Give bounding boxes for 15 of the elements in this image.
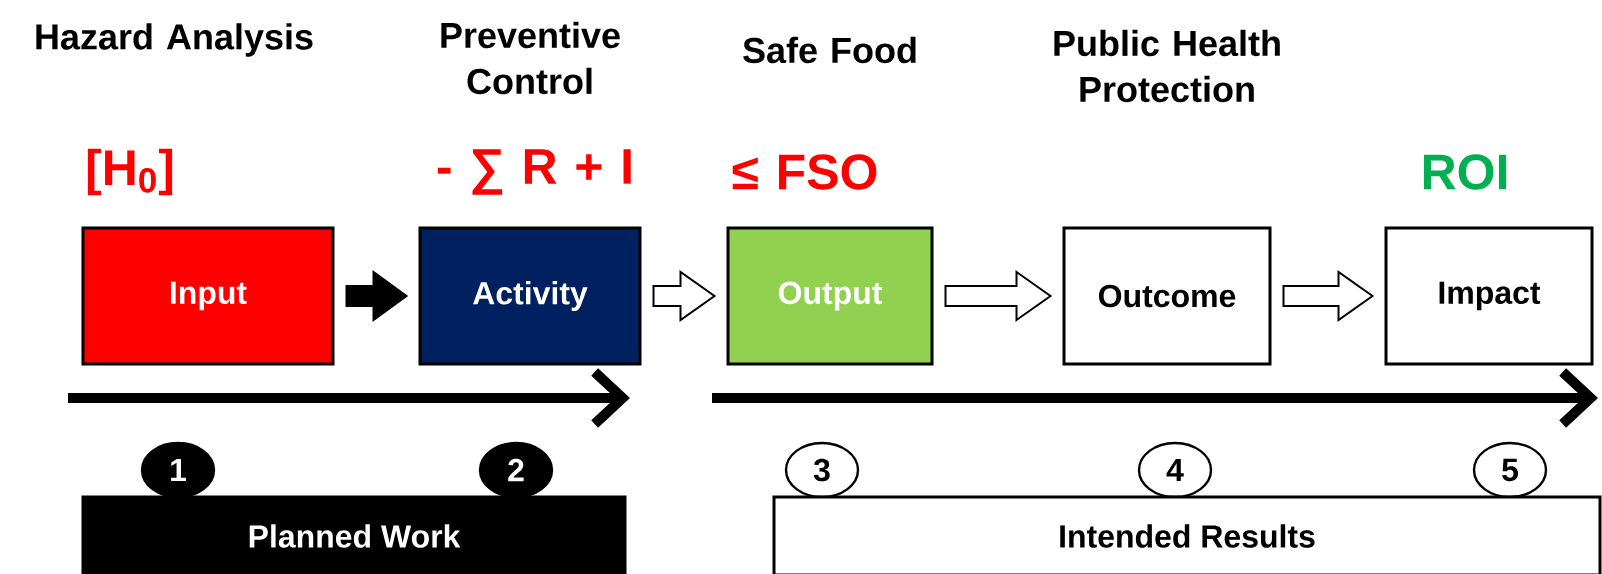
- heading: Public Health Protection: [1054, 29, 1280, 103]
- heading: Preventive Control: [441, 21, 620, 95]
- block-arrow: [652, 270, 717, 322]
- formula-label: ≤ FSO: [732, 154, 877, 190]
- block-arrow: [1282, 270, 1375, 322]
- formula-label: - ∑ R + I: [437, 149, 631, 195]
- block-arrow: [345, 270, 409, 322]
- process-box: Impact: [1384, 226, 1594, 366]
- block-arrow: [944, 270, 1053, 322]
- process-box: Activity: [418, 226, 642, 366]
- heading: Hazard Analysis: [36, 23, 313, 57]
- heading: Safe Food: [743, 36, 916, 64]
- process-box: Outcome: [1062, 226, 1272, 366]
- process-box: Output: [726, 226, 934, 366]
- process-box: Input: [81, 226, 335, 366]
